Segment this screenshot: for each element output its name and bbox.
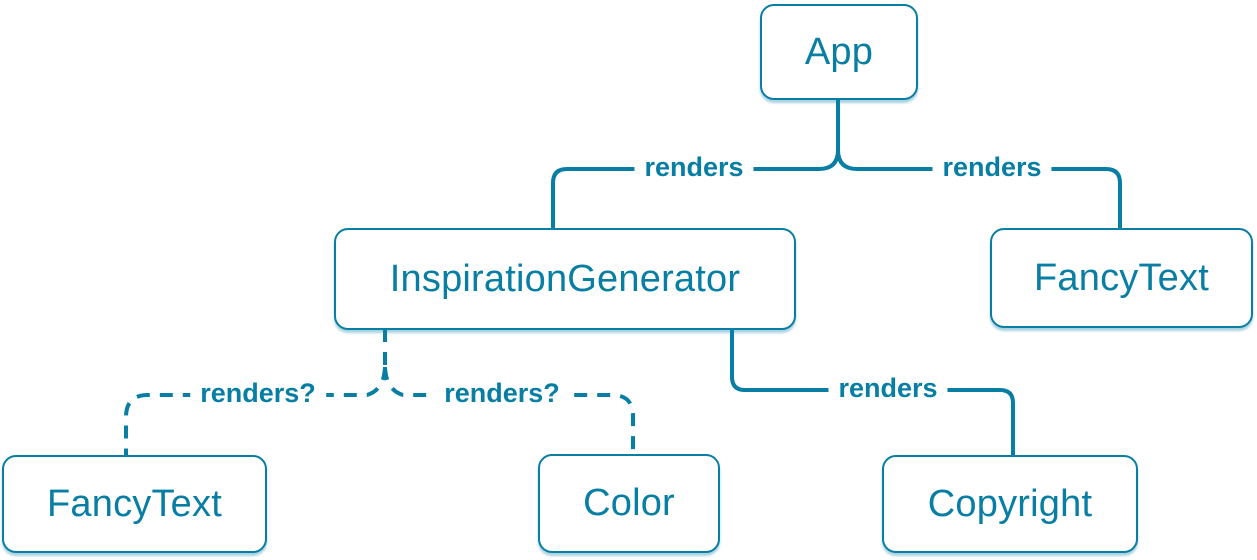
edge-label-app-fancytext: renders [932, 152, 1052, 183]
node-app-label: App [804, 30, 874, 73]
node-copyright-label: Copyright [927, 482, 1093, 525]
node-fancy-text-top-label: FancyText [1034, 256, 1209, 299]
node-color: Color [538, 454, 720, 553]
node-color-label: Color [583, 482, 675, 524]
node-app: App [760, 4, 918, 100]
node-copyright: Copyright [882, 455, 1138, 553]
node-inspiration-generator-label: InspirationGenerator [389, 257, 741, 300]
node-fancy-text-bottom-label: FancyText [47, 482, 222, 525]
edge-inspirationgenerator-to-fancytext-dashed [124, 366, 387, 456]
node-inspiration-generator: InspirationGenerator [334, 228, 796, 330]
edge-label-inspirationgenerator-fancytext: renders? [190, 378, 326, 409]
edge-app-to-fancytext [836, 149, 1122, 229]
node-fancy-text-top: FancyText [990, 228, 1253, 328]
node-fancy-text-bottom: FancyText [2, 455, 267, 553]
edge-label-app-inspirationgenerator: renders [634, 152, 754, 183]
edge-label-inspirationgenerator-copyright: renders [828, 373, 948, 404]
edge-label-inspirationgenerator-color: renders? [434, 378, 570, 409]
